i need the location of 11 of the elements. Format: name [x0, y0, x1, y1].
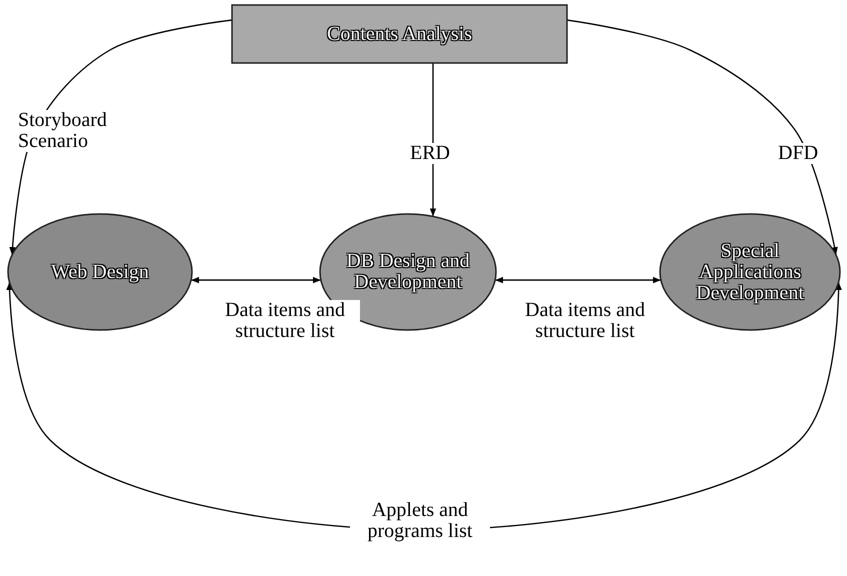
node-label: DB Design and Development — [345, 251, 471, 293]
arrow — [566, 19, 838, 256]
process-ellipse — [660, 214, 840, 330]
arrow — [495, 276, 661, 284]
process-box — [232, 5, 567, 63]
node-label: Web Design — [51, 262, 149, 282]
node-label: Special Applications Development — [695, 240, 805, 304]
edge-label: Applets and programs list — [350, 500, 490, 542]
node-label: Contents Analysis — [326, 24, 472, 44]
process-ellipse — [8, 214, 192, 330]
arrow — [191, 276, 321, 284]
